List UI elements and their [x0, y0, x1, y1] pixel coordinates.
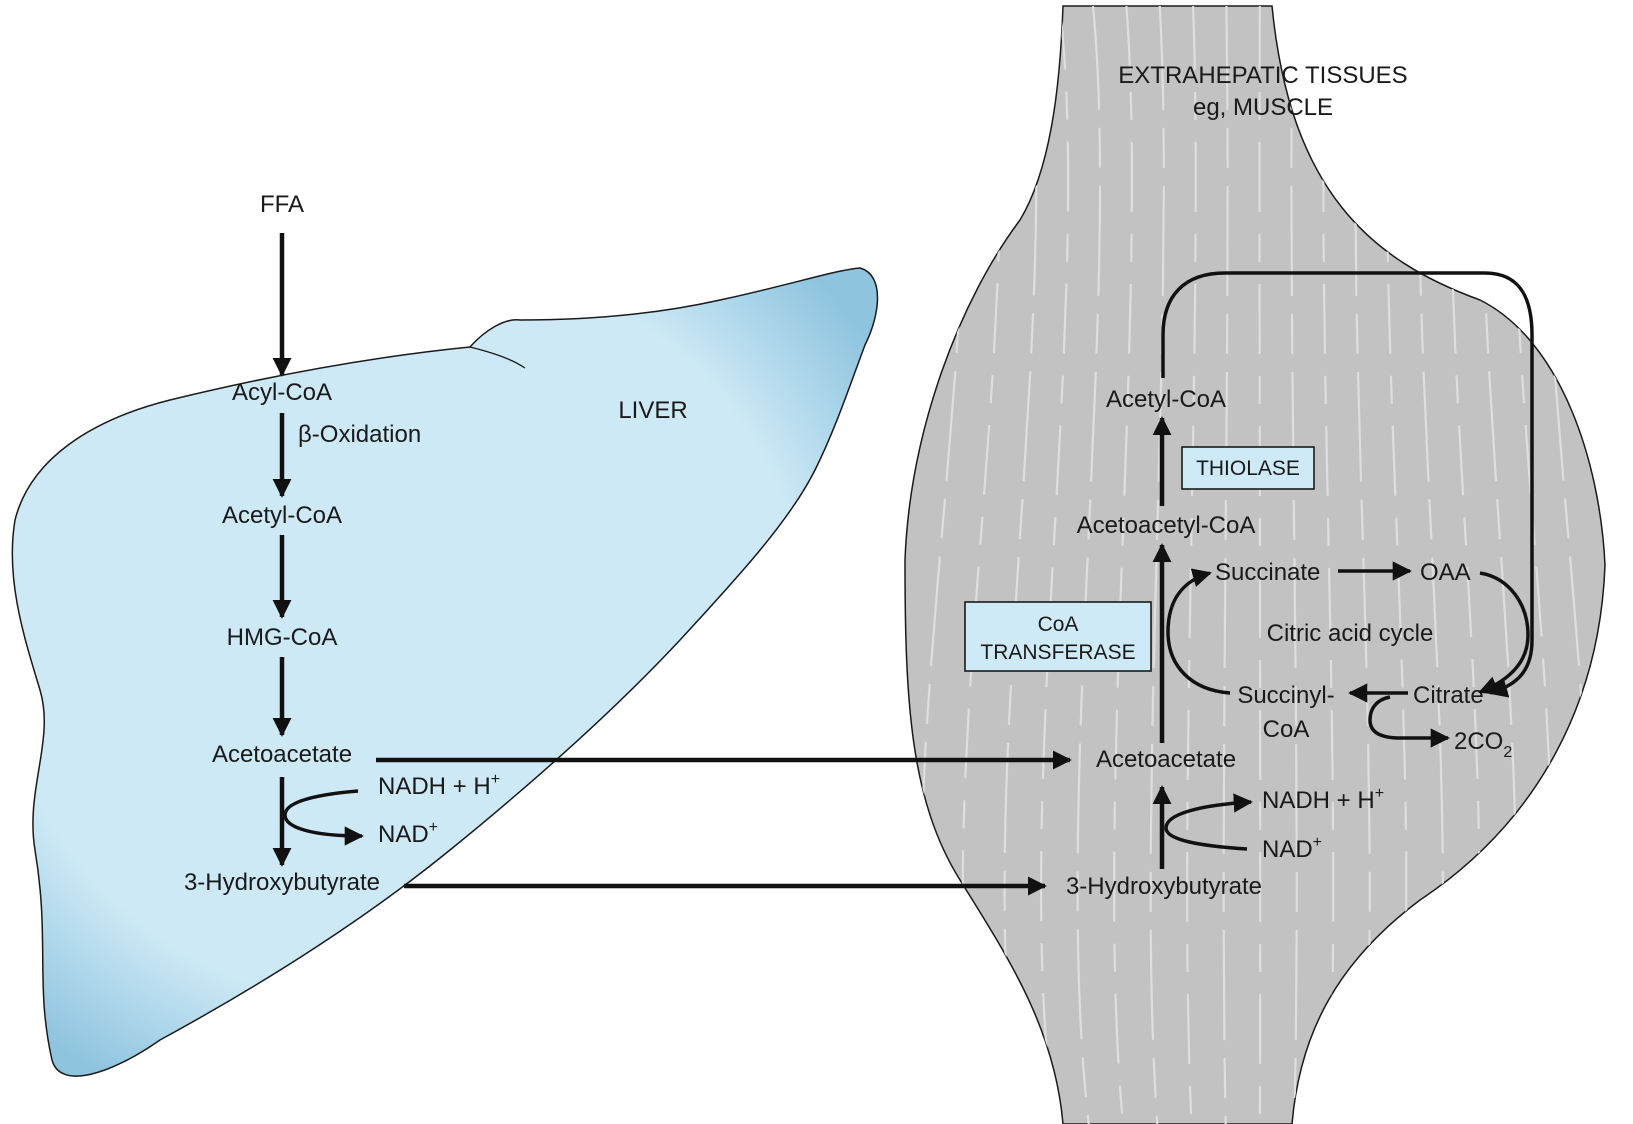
beta-oxidation-label: β-Oxidation	[298, 421, 421, 448]
liver-acetyl-coa-label: Acetyl-CoA	[222, 502, 342, 529]
liver-title: LIVER	[618, 397, 687, 424]
muscle-acetyl-coa-label: Acetyl-CoA	[1106, 386, 1226, 413]
muscle-acetoacetate-label: Acetoacetate	[1096, 746, 1236, 773]
ffa-label: FFA	[260, 191, 304, 218]
liver-shape	[12, 268, 877, 1076]
citric-acid-cycle-label: Citric acid cycle	[1267, 620, 1434, 647]
hmg-coa-label: HMG-CoA	[227, 624, 338, 651]
liver-acyl-coa-label: Acyl-CoA	[232, 379, 332, 406]
extrahepatic-title-line1: EXTRAHEPATIC TISSUES	[1118, 62, 1407, 89]
liver-acetoacetate-label: Acetoacetate	[212, 741, 352, 768]
liver-nadh-label: NADH + H+	[378, 771, 500, 800]
extrahepatic-title-line2: eg, MUSCLE	[1193, 94, 1333, 121]
muscle-nadh-label: NADH + H+	[1262, 785, 1384, 814]
coa-transferase-label-line1: CoA	[1038, 613, 1079, 636]
oaa-label: OAA	[1420, 559, 1471, 586]
acetoacetyl-coa-label: Acetoacetyl-CoA	[1077, 512, 1256, 539]
thiolase-label: THIOLASE	[1196, 457, 1300, 480]
coa-transferase-label-line2: TRANSFERASE	[980, 641, 1135, 664]
citrate-label: Citrate	[1413, 682, 1484, 709]
liver-hydroxybutyrate-label: 3-Hydroxybutyrate	[184, 869, 380, 896]
muscle-hydroxybutyrate-label: 3-Hydroxybutyrate	[1066, 873, 1262, 900]
succinate-label: Succinate	[1215, 559, 1320, 586]
succinyl-coa-label-line1: Succinyl-	[1237, 682, 1334, 709]
succinyl-coa-label-line2: CoA	[1263, 716, 1310, 743]
